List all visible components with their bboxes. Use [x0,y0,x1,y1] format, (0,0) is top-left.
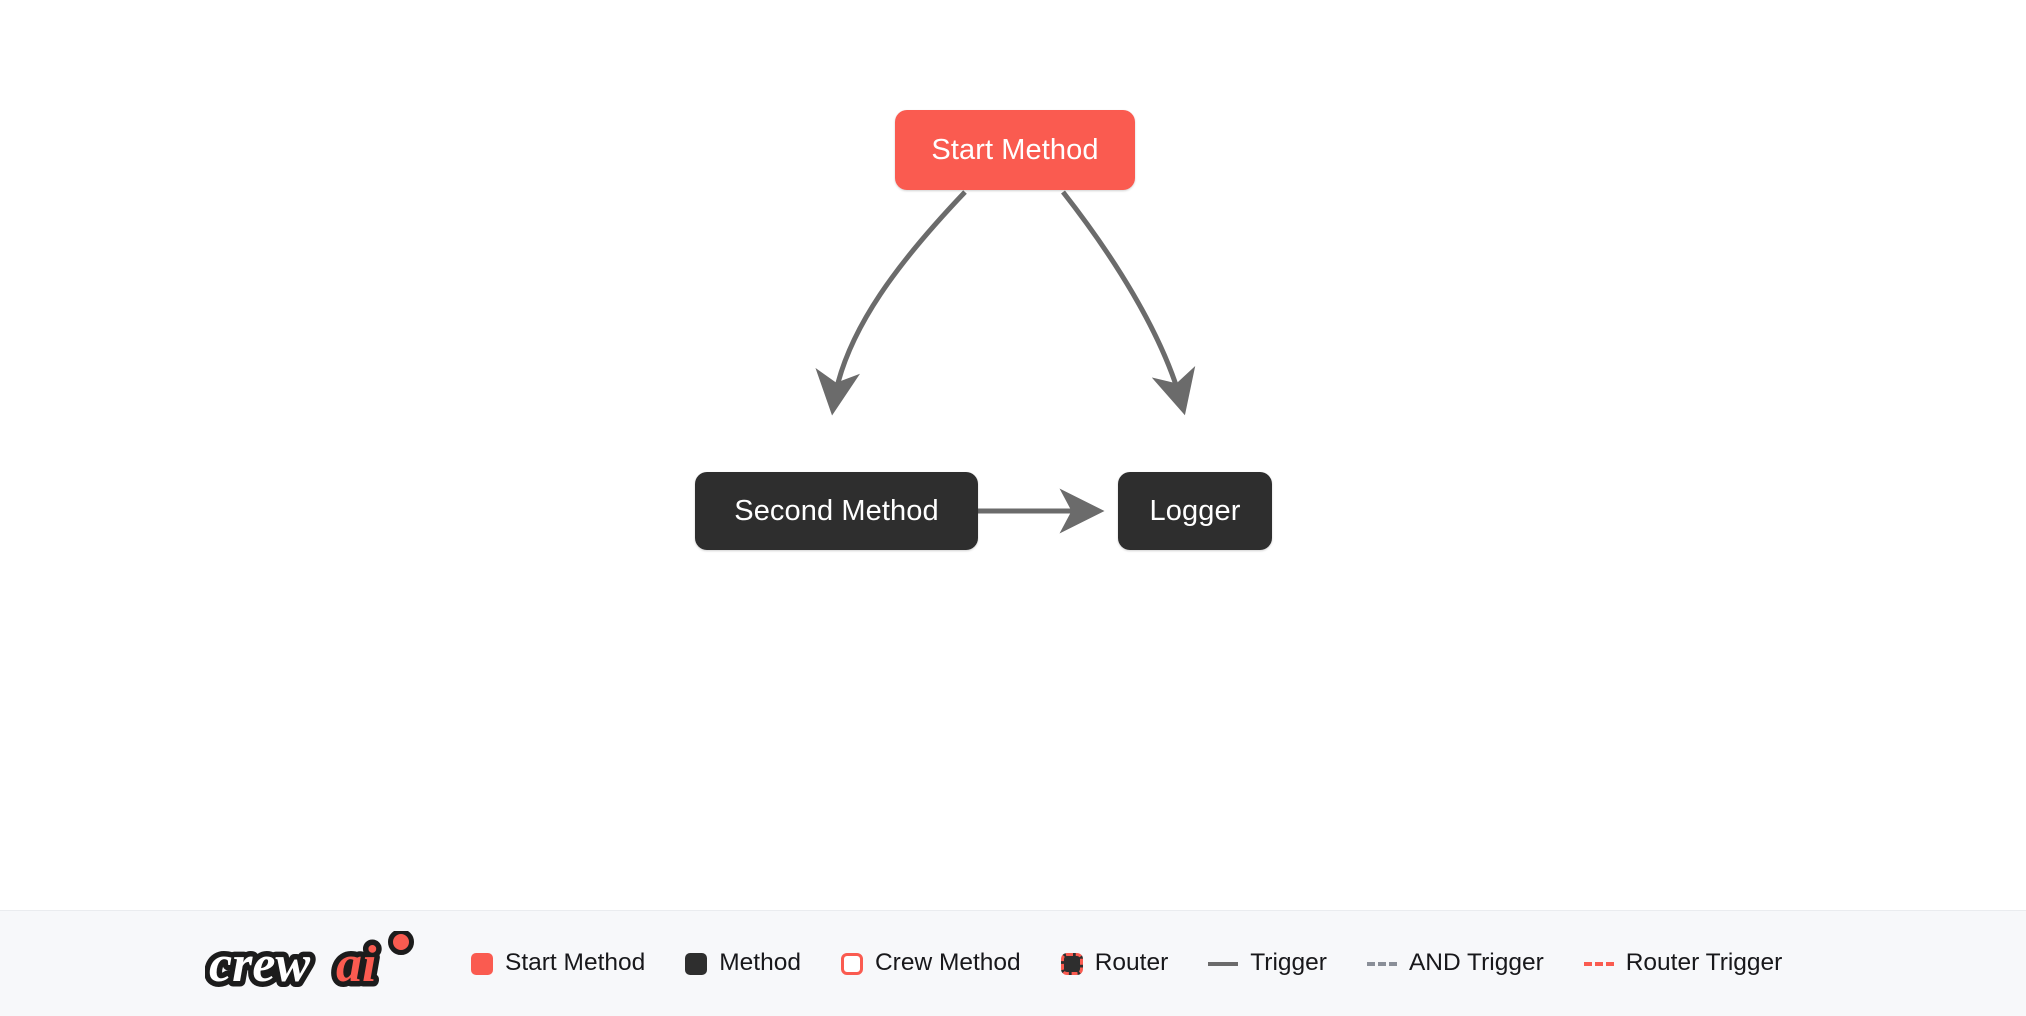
legend-label: Method [719,949,801,977]
legend-item-start-method[interactable]: Start Method [471,951,645,976]
legend-label: AND Trigger [1408,949,1544,977]
flow-node-label: Logger [1149,494,1241,527]
svg-text:ai: ai [336,936,377,993]
flow-node-label: Start Method [931,133,1099,166]
method-swatch-icon [685,952,708,975]
svg-text:crew: crew [209,936,310,993]
crew-method-swatch-icon [840,952,863,975]
crewai-logo: crew crew ai ai [205,930,433,997]
legend-item-and-trigger[interactable]: AND Trigger [1366,949,1544,977]
flow-node-label: Second Method [734,494,939,527]
flow-node-logger[interactable]: Logger [1118,472,1272,550]
legend-label: Start Method [505,949,646,977]
edge-layer [815,190,1196,534]
trigger-line-icon [1208,961,1239,966]
legend-item-crew-method[interactable]: Crew Method [840,949,1021,977]
legend-item-method[interactable]: Method [685,951,801,976]
flow-canvas[interactable]: Start Method Second Method Logger [0,0,2026,910]
legend-label: Trigger [1250,949,1327,977]
start-method-swatch-icon [471,952,493,975]
legend-label: Crew Method [874,949,1021,977]
legend-footer: crew crew ai ai Start Method Method [0,910,2026,1016]
flow-node-second-method[interactable]: Second Method [695,472,978,550]
legend-items: Start Method Method Crew Method Router T… [471,951,1782,976]
legend-label: Router [1094,949,1169,977]
and-trigger-line-icon [1366,961,1397,966]
legend-item-trigger[interactable]: Trigger [1208,951,1327,976]
legend-label: Router Trigger [1625,949,1783,977]
flow-node-start-method[interactable]: Start Method [895,110,1135,190]
svg-text:ai: ai [336,936,377,993]
legend-item-router[interactable]: Router [1060,949,1169,977]
legend-item-router-trigger[interactable]: Router Trigger [1583,949,1783,977]
edge-start-to-logger[interactable] [1061,190,1196,416]
svg-text:crew: crew [209,936,310,993]
router-trigger-line-icon [1583,961,1614,966]
router-swatch-icon [1060,952,1083,975]
edge-start-to-second[interactable] [815,190,967,416]
